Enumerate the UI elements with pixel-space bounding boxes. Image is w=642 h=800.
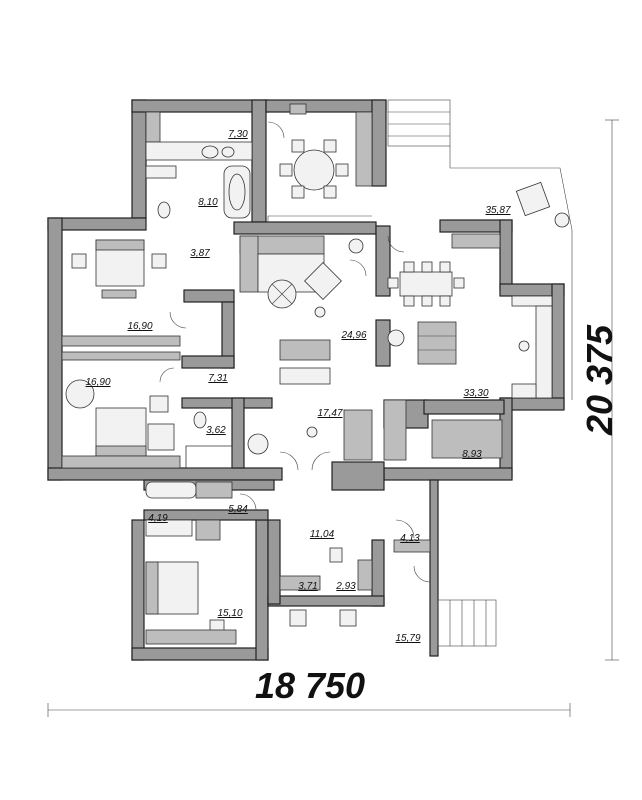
area-label-entry: 11,04 — [310, 529, 335, 540]
area-label-bedroom-sw: 15,10 — [217, 608, 242, 619]
stairs-bottom — [437, 599, 497, 647]
dining-table-top — [279, 103, 373, 199]
area-label-bedroom-nw: 16,90 — [127, 321, 152, 332]
area-label-living: 24,96 — [340, 330, 366, 341]
entry-fixtures — [279, 539, 431, 627]
width-dimension: 18 750 — [255, 665, 365, 706]
area-label-wc-b: 2,93 — [335, 581, 356, 592]
bedroom-sw-furniture — [145, 561, 237, 645]
exterior-walls — [47, 99, 565, 661]
bedroom-w-furniture — [61, 351, 181, 469]
bathroom-top-fixtures — [145, 111, 253, 219]
area-label-bath-sw: 4,19 — [148, 513, 168, 524]
area-label-terrace-top: 35,87 — [485, 205, 510, 216]
kitchen-furniture — [387, 233, 553, 399]
area-label-corridor: 7,31 — [208, 373, 227, 384]
area-label-hall-top: 8,10 — [198, 197, 218, 208]
bath-sw-fixtures — [145, 481, 233, 541]
terrace-chair — [515, 181, 570, 228]
area-label-wc-a: 3,62 — [206, 425, 226, 436]
bedroom-nw-furniture — [61, 239, 181, 347]
area-labels: 7,30 8,10 35,87 3,87 24,96 16,90 16,90 7… — [85, 129, 510, 644]
area-label-closet-a: 3,87 — [190, 248, 210, 259]
area-label-kitchen-dining: 33,30 — [463, 388, 488, 399]
area-label-hall-main: 17,47 — [317, 408, 342, 419]
area-label-pantry: 8,93 — [462, 449, 482, 460]
terrace-outline — [449, 146, 573, 400]
stairs-top — [387, 99, 451, 147]
area-label-utility: 4,13 — [400, 533, 420, 544]
height-dimension: 20 375 — [579, 324, 620, 436]
dimension-lines — [47, 119, 619, 717]
area-label-bedroom-w: 16,90 — [85, 377, 110, 388]
area-label-closet-sw: 5,84 — [228, 504, 248, 515]
living-room-furniture — [239, 235, 364, 385]
door-swings — [159, 121, 431, 583]
hall-furniture — [306, 399, 503, 461]
area-label-closet-b: 3,71 — [298, 581, 317, 592]
wc-a-fixtures — [185, 411, 269, 469]
area-label-terrace-bottom: 15,79 — [395, 633, 420, 644]
area-label-bath-top: 7,30 — [228, 129, 248, 140]
